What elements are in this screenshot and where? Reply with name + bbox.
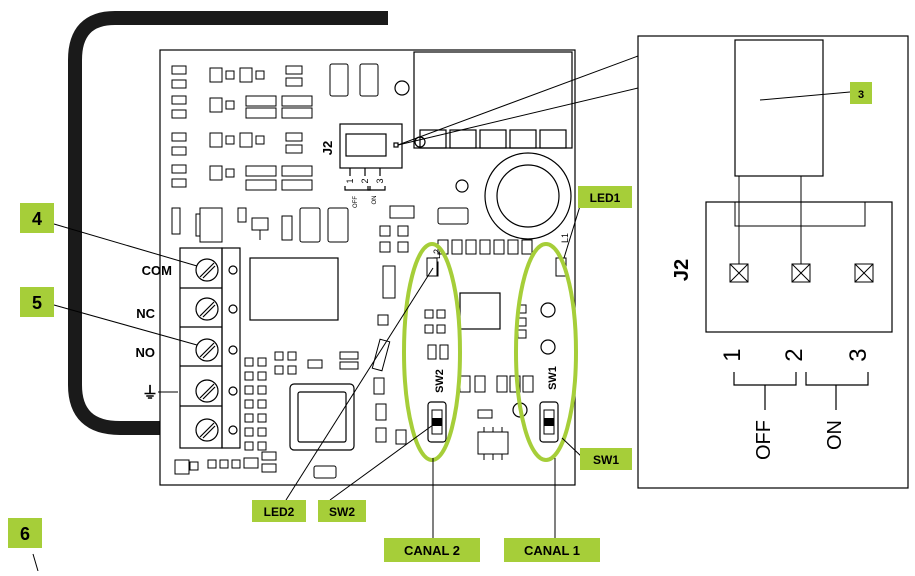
terminal-label-no: NO	[136, 345, 156, 360]
inset-jumper-label: J2	[671, 259, 693, 281]
screw-terminal-ground	[195, 379, 238, 403]
buzzer	[484, 152, 572, 240]
screw-terminal-nc	[195, 297, 238, 321]
svg-text:CANAL 1: CANAL 1	[524, 543, 580, 558]
inset-on-bracket	[805, 372, 869, 386]
inset-pin-2-number: 2	[781, 348, 808, 361]
canal2-highlight	[402, 242, 462, 462]
callout-sw1: SW1	[580, 448, 632, 470]
callout-led2: LED2	[252, 500, 306, 522]
board-jumper-pin-2: 2	[360, 178, 370, 183]
callout-6: 6	[8, 518, 42, 548]
inset-jumper-cap	[734, 39, 824, 177]
inset-pin-2	[791, 263, 811, 283]
screw-terminal-com	[195, 258, 238, 282]
callout-canal1: CANAL 1	[504, 538, 600, 562]
leader-lines	[32, 205, 583, 572]
terminal-block	[179, 247, 241, 449]
zoom-line	[397, 55, 639, 146]
terminal-label-com: COM	[142, 263, 172, 278]
svg-text:LED1: LED1	[590, 191, 621, 205]
svg-text:LED2: LED2	[264, 505, 295, 519]
terminal-label-nc: NC	[136, 306, 155, 321]
board-jumper-on: ON	[372, 196, 378, 205]
smd-components	[171, 63, 534, 479]
board-jumper-label: J2	[320, 141, 335, 155]
svg-text:SW2: SW2	[329, 505, 355, 519]
svg-text:SW1: SW1	[593, 453, 619, 467]
zoom-line	[397, 87, 639, 146]
led2	[426, 257, 438, 277]
board-jumper-off: OFF	[353, 196, 359, 208]
board-label-sw1: SW1	[547, 366, 559, 390]
jumper-inset: 3 J2 1 2 3 OFF ON	[637, 35, 909, 489]
board-jumper-pin-1: 1	[345, 178, 355, 183]
screw-terminal-no	[195, 338, 238, 362]
callout-3: 3	[850, 82, 872, 104]
switch-sw1	[539, 401, 559, 443]
board-jumper-pin-3: 3	[375, 178, 385, 183]
inset-jumper-base	[705, 201, 893, 333]
callout-canal2: CANAL 2	[384, 538, 480, 562]
inset-on-label: ON	[824, 420, 846, 450]
relay	[249, 257, 339, 321]
svg-text:6: 6	[20, 524, 30, 544]
inset-pin-1-number: 1	[719, 348, 746, 361]
board-label-l1: L1	[560, 233, 570, 243]
svg-text:4: 4	[32, 209, 42, 229]
svg-text:5: 5	[32, 293, 42, 313]
transformer-inner	[297, 391, 347, 443]
svg-text:3: 3	[858, 89, 864, 101]
svg-text:CANAL 2: CANAL 2	[404, 543, 460, 558]
inset-pin-1	[729, 263, 749, 283]
callout-sw2: SW2	[318, 500, 366, 522]
board-label-l2: L2	[432, 249, 442, 259]
inset-off-label: OFF	[753, 420, 775, 460]
board-label-sw2: SW2	[434, 369, 446, 393]
callout-5: 5	[20, 287, 54, 317]
inset-pin-3-number: 3	[845, 348, 872, 361]
cable	[68, 11, 388, 435]
jumper-j2	[339, 123, 403, 169]
canal1-highlight	[514, 242, 578, 462]
ground-symbol: ⏚	[142, 384, 158, 402]
large-components	[249, 51, 573, 451]
transformer	[289, 383, 355, 451]
screw-terminal-5	[195, 418, 238, 442]
callout-4: 4	[20, 203, 54, 233]
inset-pin-3	[854, 263, 874, 283]
callout-led1: LED1	[578, 186, 632, 208]
